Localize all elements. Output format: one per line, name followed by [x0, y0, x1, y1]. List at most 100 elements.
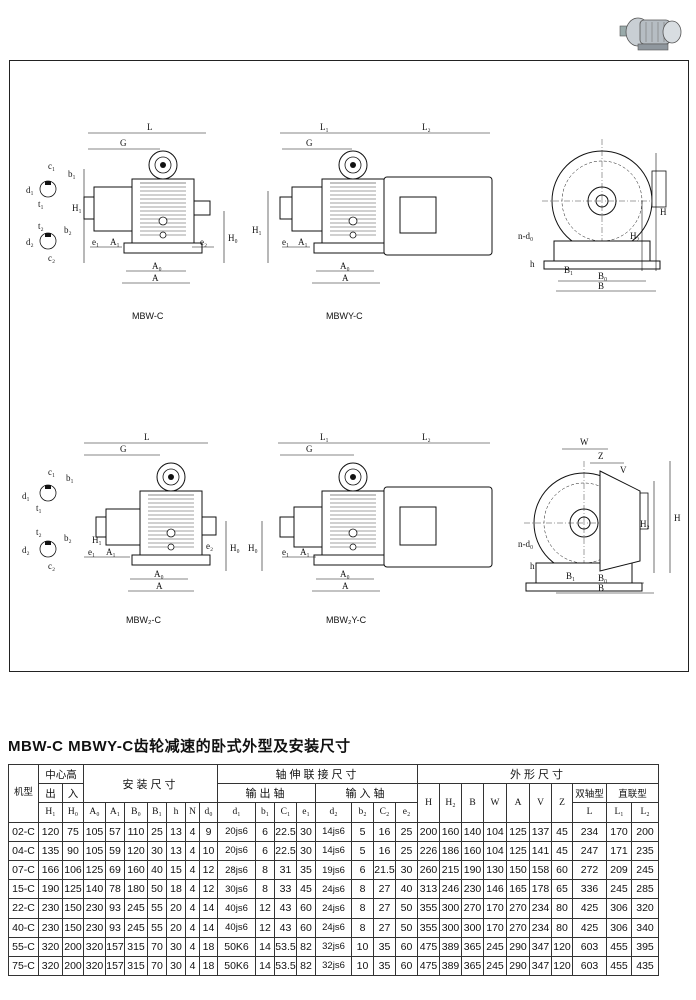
table-cell: 27 — [373, 917, 396, 938]
dim-B1: B₁ — [564, 265, 573, 275]
table-cell: 32js6 — [315, 955, 352, 977]
table-cell: 320 — [38, 955, 63, 977]
table-cell: 260 — [417, 859, 440, 881]
table-cell: 160 — [439, 821, 462, 842]
dim-b1: b₁ — [68, 169, 76, 179]
table-cell: 200 — [62, 955, 84, 977]
table-cell: 50K6 — [217, 936, 256, 957]
table-cell: 53.5 — [274, 955, 297, 977]
table-cell: 45 — [551, 821, 573, 842]
header-model: 机型 — [8, 764, 39, 823]
table-cell: 8 — [255, 859, 275, 881]
table-cell: 245 — [124, 898, 148, 919]
table-cell: 320 — [83, 955, 106, 977]
dim-H0: H₀ — [248, 543, 258, 553]
header-out: 出 — [38, 783, 63, 804]
table-cell: 389 — [439, 955, 462, 977]
table-cell: 272 — [572, 859, 607, 881]
table-cell: 4 — [185, 955, 200, 977]
dim-e2: e₂ — [206, 541, 213, 551]
drawing-mbwy-c: L₁ L₂ G H₁ e₁ A₁ A₀ A MBWY-C — [252, 122, 493, 321]
table-cell: 28js6 — [217, 859, 256, 881]
table-cell: 190 — [461, 859, 484, 881]
table-cell: 10 — [351, 955, 374, 977]
dim-G: G — [306, 444, 313, 454]
col-e2: e₂ — [395, 802, 418, 823]
table-cell: 21.5 — [373, 859, 396, 881]
model-cell: 02-C — [8, 821, 39, 842]
table-cell: 105 — [83, 840, 106, 861]
table-cell: 320 — [38, 936, 63, 957]
table-cell: 137 — [529, 821, 552, 842]
dim-n-d0: n-d₀ — [518, 231, 533, 241]
gear-reducer-thumbnail-icon — [619, 17, 682, 51]
table-cell: 140 — [83, 879, 106, 900]
table-cell: 234 — [529, 898, 552, 919]
dim-d2: d₂ — [26, 237, 34, 247]
dim-d1: d₁ — [22, 491, 30, 501]
table-cell: 347 — [529, 955, 552, 977]
table-cell: 14 — [255, 955, 275, 977]
table-cell: 45 — [551, 840, 573, 861]
drawing-mbw-c: L G H₁ c₁ b₁ d₁ t₁ d₂ b₂ t₂ c₂ e₁ A₁ e₂ … — [26, 122, 238, 321]
dim-A1: A₁ — [106, 547, 116, 557]
dim-h: h — [530, 259, 535, 269]
col-A: A — [506, 783, 530, 823]
dim-A0: A₀ — [340, 569, 350, 579]
table-cell: 70 — [147, 955, 167, 977]
dim-c2: c₂ — [48, 253, 55, 263]
table-cell: 455 — [606, 936, 632, 957]
col-N: N — [185, 802, 200, 823]
dim-G: G — [306, 138, 313, 148]
col-L: L — [572, 802, 607, 823]
table-cell: 14js6 — [315, 821, 352, 842]
col-Z: Z — [551, 783, 573, 823]
table-cell: 340 — [631, 917, 659, 938]
table-cell: 60 — [296, 917, 316, 938]
dim-A1: A₁ — [298, 237, 308, 247]
drawing-end-view-2: W Z V n-d₀ h B₁ B₀ B H H₂ — [518, 437, 681, 594]
dim-H2: H₂ — [630, 231, 640, 241]
dim-G: G — [120, 138, 127, 148]
table-cell: 57 — [105, 821, 125, 842]
table-cell: 125 — [62, 879, 84, 900]
dim-c1: c₁ — [48, 467, 55, 477]
table-cell: 146 — [483, 879, 507, 900]
table-cell: 78 — [105, 879, 125, 900]
table-cell: 104 — [483, 840, 507, 861]
dim-V: V — [620, 465, 627, 475]
table-cell: 4 — [185, 821, 200, 842]
col-L1: L₁ — [606, 802, 632, 823]
col-B0: B₀ — [124, 802, 148, 823]
col-V: V — [529, 783, 552, 823]
table-cell: 16 — [373, 821, 396, 842]
col-b1: b₁ — [255, 802, 275, 823]
table-cell: 24js6 — [315, 879, 352, 900]
table-cell: 6 — [351, 859, 374, 881]
table-cell: 8 — [255, 879, 275, 900]
table-cell: 5 — [351, 840, 374, 861]
dim-L: L — [144, 432, 150, 442]
table-cell: 10 — [351, 936, 374, 957]
table-cell: 25 — [395, 840, 418, 861]
table-cell: 160 — [124, 859, 148, 881]
col-H2: H₂ — [439, 783, 462, 823]
table-cell: 80 — [551, 917, 573, 938]
header-input-shaft: 输入轴 — [315, 783, 418, 804]
model-cell: 55-C — [8, 936, 39, 957]
table-cell: 59 — [105, 840, 125, 861]
col-H: H — [417, 783, 440, 823]
dim-H0: H₀ — [230, 543, 240, 553]
table-cell: 270 — [506, 917, 530, 938]
table-cell: 6 — [255, 840, 275, 861]
table-cell: 14 — [255, 936, 275, 957]
table-cell: 4 — [185, 859, 200, 881]
col-B: B — [461, 783, 484, 823]
dim-H2: H₂ — [640, 519, 650, 529]
table-cell: 190 — [38, 879, 63, 900]
table-cell: 14js6 — [315, 840, 352, 861]
table-cell: 30 — [296, 821, 316, 842]
